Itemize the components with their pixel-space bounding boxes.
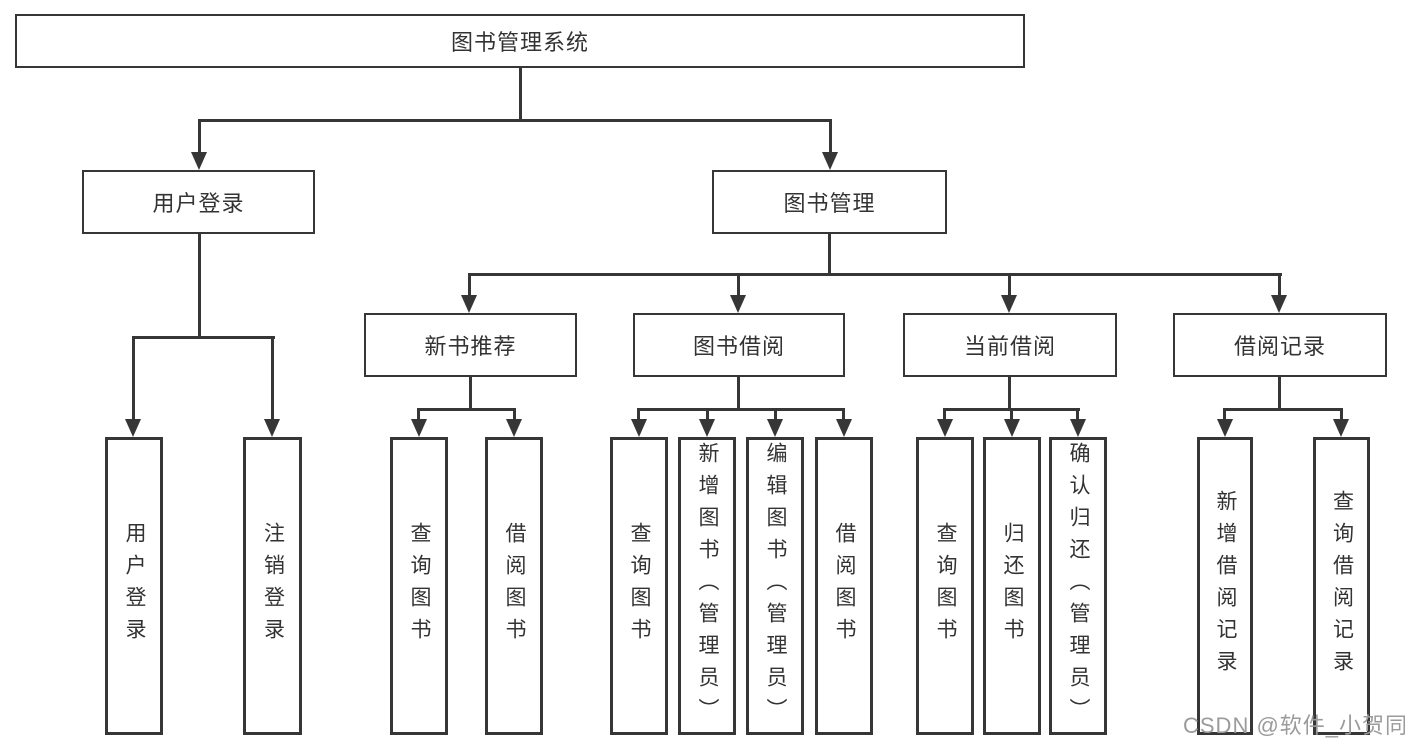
connector-user-login-hbar <box>132 336 275 339</box>
connector-drop <box>1008 273 1011 298</box>
connector-drop <box>1278 273 1281 298</box>
connector-drop <box>468 273 471 298</box>
connector-drop <box>417 408 420 423</box>
node-new-book-recommend: 新书推荐 <box>364 313 577 377</box>
down-arrowhead <box>1271 295 1287 313</box>
leaf-user-login: 用户登录 <box>105 437 163 735</box>
node-user-login: 用户登录 <box>82 170 315 234</box>
down-arrowhead <box>461 295 477 313</box>
leaf-label: 查询图书 <box>934 522 957 650</box>
connector-drop <box>774 408 777 423</box>
leaf-query-books: 查询图书 <box>916 437 974 735</box>
leaf-label: 新增借阅记录 <box>1214 490 1237 682</box>
connector-records-hbar <box>1223 408 1343 411</box>
leaf-label: 新增图书（管理员） <box>696 442 719 730</box>
connector-borrow-hbar <box>637 408 844 411</box>
leaf-query-books: 查询图书 <box>610 437 668 735</box>
down-arrowhead <box>1333 419 1349 437</box>
connector-drop <box>513 408 516 423</box>
csdn-watermark: CSDN @软件_小贺同学 <box>1183 713 1405 738</box>
down-arrowhead <box>411 419 427 437</box>
connector-drop <box>271 336 274 421</box>
connector-current-stem <box>1008 377 1011 411</box>
connector-drop <box>829 119 832 155</box>
down-arrowhead <box>767 419 783 437</box>
connector-drop <box>943 408 946 423</box>
node-book-management: 图书管理 <box>712 170 947 234</box>
connector-drop <box>706 408 709 423</box>
leaf-edit-books-admin: 编辑图书（管理员） <box>746 437 804 735</box>
down-arrowhead <box>264 419 280 437</box>
leaf-label: 借阅图书 <box>833 522 856 650</box>
connector-root-stem <box>519 68 522 122</box>
down-arrowhead <box>506 419 522 437</box>
down-arrowhead <box>822 152 838 170</box>
connector-book-mgmt-stem <box>828 234 831 276</box>
node-borrow-records: 借阅记录 <box>1173 313 1387 377</box>
down-arrowhead <box>1070 419 1086 437</box>
connector-root-hbar <box>198 119 832 122</box>
leaf-logout: 注销登录 <box>243 437 302 735</box>
down-arrowhead <box>191 152 207 170</box>
connector-records-stem <box>1278 377 1281 411</box>
down-arrowhead <box>125 419 141 437</box>
down-arrowhead <box>1001 295 1017 313</box>
node-book-borrow: 图书借阅 <box>633 313 845 377</box>
leaf-label: 查询图书 <box>628 522 651 650</box>
down-arrowhead <box>631 419 647 437</box>
connector-recommend-stem <box>469 377 472 411</box>
leaf-query-books: 查询图书 <box>390 437 448 735</box>
leaf-borrow-books: 借阅图书 <box>815 437 873 735</box>
connector-drop <box>132 336 135 421</box>
connector-recommend-hbar <box>417 408 516 411</box>
connector-drop <box>1340 408 1343 423</box>
node-current-borrow: 当前借阅 <box>903 313 1117 377</box>
leaf-return-books: 归还图书 <box>983 437 1041 735</box>
connector-book-mgmt-hbar <box>468 273 1282 276</box>
leaf-label: 查询图书 <box>408 522 431 650</box>
down-arrowhead <box>1217 419 1233 437</box>
connector-borrow-stem <box>737 377 740 411</box>
connector-drop <box>737 273 740 298</box>
leaf-label: 查询借阅记录 <box>1330 490 1354 682</box>
down-arrowhead <box>836 419 852 437</box>
connector-user-login-stem <box>198 234 201 339</box>
leaf-label: 编辑图书（管理员） <box>764 442 787 730</box>
down-arrowhead <box>699 419 715 437</box>
connector-drop <box>1223 408 1226 423</box>
leaf-confirm-return-admin: 确认归还（管理员） <box>1049 437 1107 735</box>
leaf-query-borrow-record: 查询借阅记录 <box>1313 437 1370 735</box>
leaf-label: 确认归还（管理员） <box>1067 442 1090 730</box>
leaf-label: 借阅图书 <box>503 522 526 650</box>
leaf-add-books-admin: 新增图书（管理员） <box>678 437 736 735</box>
connector-drop <box>842 408 845 423</box>
leaf-label: 用户登录 <box>123 522 146 650</box>
connector-drop <box>637 408 640 423</box>
down-arrowhead <box>937 419 953 437</box>
connector-drop <box>198 119 201 155</box>
leaf-add-borrow-record: 新增借阅记录 <box>1197 437 1253 735</box>
connector-drop <box>1010 408 1013 423</box>
leaf-label: 归还图书 <box>1001 522 1024 650</box>
node-library-system: 图书管理系统 <box>15 14 1025 68</box>
down-arrowhead <box>730 295 746 313</box>
down-arrowhead <box>1004 419 1020 437</box>
connector-drop <box>1076 408 1079 423</box>
leaf-label: 注销登录 <box>261 522 285 650</box>
leaf-borrow-books: 借阅图书 <box>485 437 543 735</box>
